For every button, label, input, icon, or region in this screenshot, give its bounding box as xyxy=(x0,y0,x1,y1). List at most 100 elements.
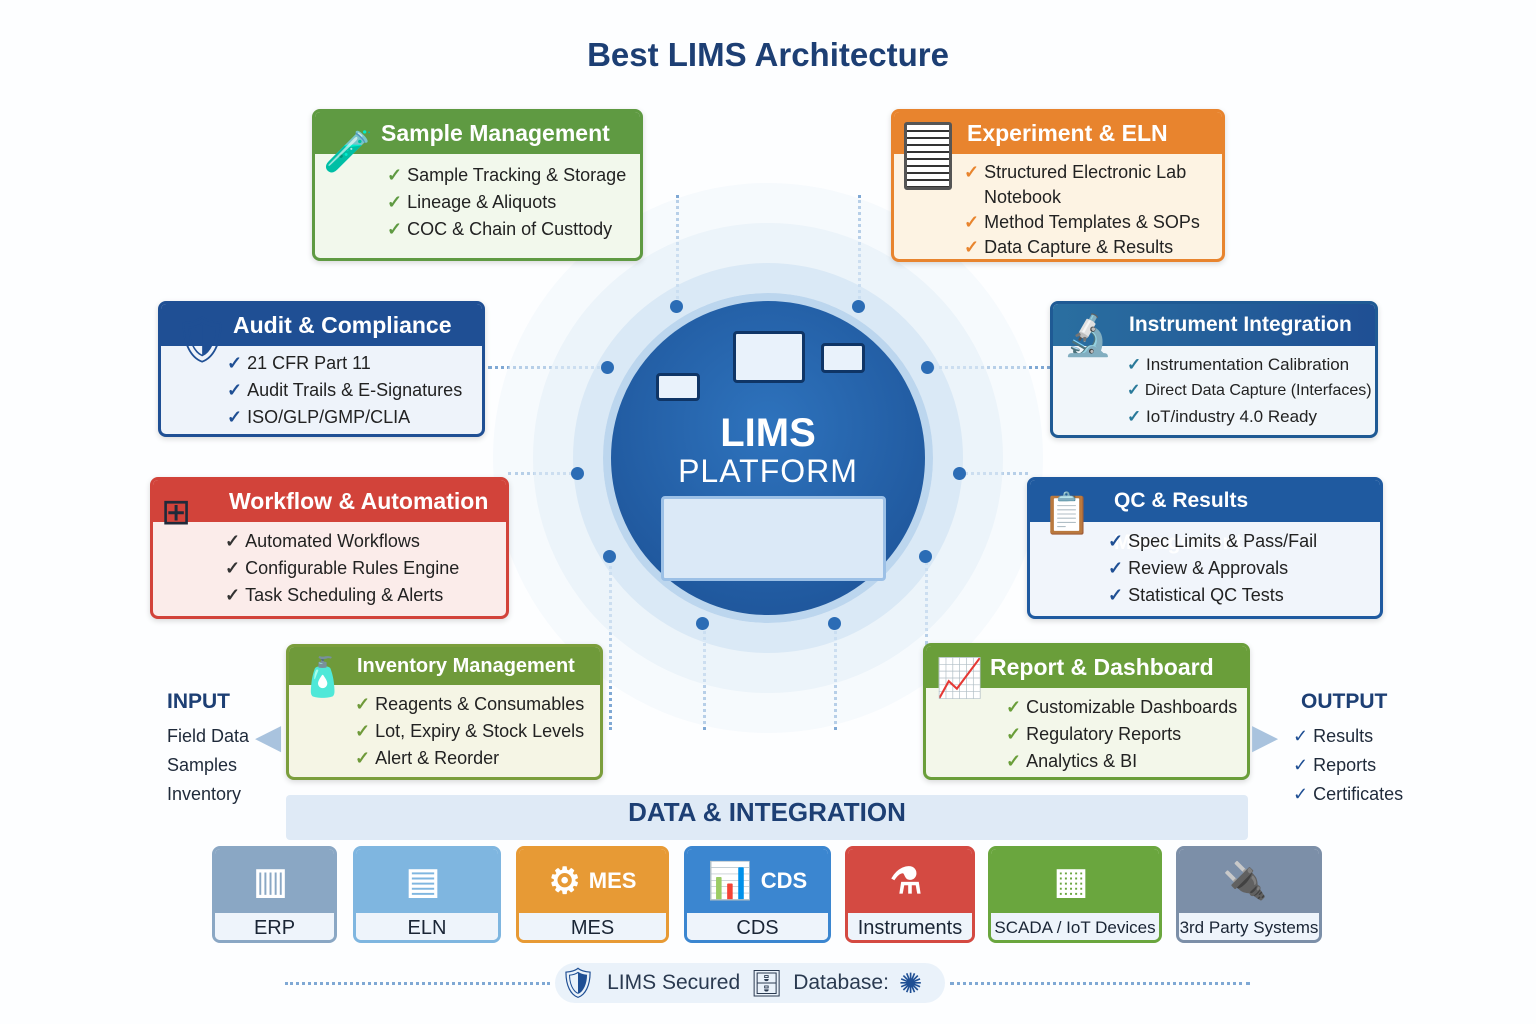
connector xyxy=(508,472,578,475)
shield-check-icon: 🛡 xyxy=(559,966,598,1000)
feature-item: Sample Tracking & Storage xyxy=(387,162,640,189)
network-node-icon: ✺ xyxy=(898,967,923,999)
document-icon xyxy=(656,373,700,401)
integration-tile[interactable]: ▤ ELN xyxy=(353,846,501,943)
integration-tile[interactable]: ▦ SCADA / IoT Devices xyxy=(988,846,1162,943)
feature-item: Instrumentation Calibration xyxy=(1127,352,1375,378)
hub-subtitle: PLATFORM xyxy=(678,453,858,489)
footer-status: 🛡 LIMS Secured 🗄 Database: ✺ xyxy=(555,963,945,1003)
tile-label: SCADA / IoT Devices xyxy=(991,913,1159,940)
checklist-approval-icon: 📋 xyxy=(1042,492,1092,536)
module-title: Inventory Management xyxy=(289,647,600,685)
workflow-diagram-icon: ⊞ xyxy=(161,491,192,532)
feature-item: Automated Workflows xyxy=(225,528,506,555)
chart-panel-icon xyxy=(821,343,865,373)
tile-label: ELN xyxy=(356,913,498,940)
output-item: ✓ Certificates xyxy=(1293,784,1404,804)
integration-tile[interactable]: ▥ ERP xyxy=(212,846,337,943)
feature-item: Review & Approvals xyxy=(1108,555,1380,582)
feature-item: Configurable Rules Engine xyxy=(225,555,506,582)
erp-monitor-icon: ▥ xyxy=(253,860,288,901)
connector xyxy=(488,366,608,369)
module-title: Instrument Integration xyxy=(1053,304,1375,346)
module-sample-management: Sample Management Sample Tracking & Stor… xyxy=(312,109,643,261)
footer-divider xyxy=(950,982,1250,985)
feature-item: Task Scheduling & Alerts xyxy=(225,582,506,609)
module-title: Audit & Compliance xyxy=(161,304,482,346)
tile-label: ERP xyxy=(215,913,334,940)
output-item: ✓ Reports xyxy=(1293,755,1377,775)
feature-item: Alert & Reorder xyxy=(355,745,600,772)
tile-label: CDS xyxy=(687,913,828,940)
footer-divider xyxy=(285,982,550,985)
node-dot xyxy=(828,617,841,630)
test-tube-rack-icon: 🧪 xyxy=(323,130,373,174)
notebook-icon xyxy=(904,122,952,190)
node-dot xyxy=(852,300,865,313)
hub-title: LIMS xyxy=(720,411,816,455)
node-dot xyxy=(921,361,934,374)
chromatogram-icon: 📊 xyxy=(707,860,753,901)
feature-item: Customizable Dashboards xyxy=(1006,694,1247,721)
output-item: ✓ Results xyxy=(1293,726,1374,746)
shield-check-icon: 🛡 xyxy=(173,313,232,365)
database-server-icon: 🗄 xyxy=(750,967,784,998)
module-instrument-integration: Instrument Integration Instrumentation C… xyxy=(1050,301,1378,438)
module-title: Workflow & Automation xyxy=(153,480,506,522)
dashboard-screen-icon xyxy=(661,496,886,581)
feature-item: Regulatory Reports xyxy=(1006,721,1247,748)
connector xyxy=(858,195,861,305)
connector xyxy=(676,195,679,305)
feature-item: Reagents & Consumables xyxy=(355,691,600,718)
dashboard-magnifier-icon: 📈 xyxy=(936,658,984,700)
module-inventory-management: Inventory Management Reagents & Consumab… xyxy=(286,644,603,780)
node-dot xyxy=(571,467,584,480)
tile-label: MES xyxy=(519,913,666,940)
connector xyxy=(834,620,837,730)
connector xyxy=(609,555,612,730)
module-experiment-eln: Experiment & ELN Structured Electronic L… xyxy=(891,109,1225,262)
feature-item: IoT/industry 4.0 Ready xyxy=(1127,404,1375,430)
node-dot xyxy=(603,550,616,563)
feature-item: 21 CFR Part 11 xyxy=(227,350,482,377)
connector xyxy=(703,620,706,730)
page-title: Best LIMS Architecture xyxy=(587,36,949,73)
feature-item: ISO/GLP/GMP/CLIA xyxy=(227,404,482,431)
node-dot xyxy=(670,300,683,313)
feature-item: COC & Chain of Custtody xyxy=(387,216,640,243)
input-item: Samples xyxy=(167,755,238,775)
dashboard-monitor-icon xyxy=(733,331,805,383)
integration-tile[interactable]: ⚗Instruments xyxy=(845,846,975,943)
feature-item: Method Templates & SOPs xyxy=(964,210,1222,235)
tile-label: 3rd Party Systems xyxy=(1179,913,1319,940)
plug-connector-icon: 🔌 xyxy=(1222,860,1268,901)
output-title: OUTPUT xyxy=(1301,690,1388,713)
database-label: Database: xyxy=(793,971,889,994)
integration-tile[interactable]: 🔌 3rd Party Systems xyxy=(1176,846,1322,943)
feature-item: Lot, Expiry & Stock Levels xyxy=(355,718,600,745)
lims-platform-hub: LIMS PLATFORM xyxy=(603,293,933,623)
secured-label: LIMS Secured xyxy=(607,971,741,994)
feature-item: Lineage & Aliquots xyxy=(387,189,640,216)
tile-badge: MES xyxy=(588,868,637,893)
tile-label: Instruments xyxy=(848,913,972,940)
feature-item: Audit Trails & E-Signatures xyxy=(227,377,482,404)
module-title: Report & Dashboard xyxy=(926,646,1247,688)
module-workflow-automation: Workflow & Automation Automated Workflow… xyxy=(150,477,509,619)
tile-badge: CDS xyxy=(760,868,808,893)
feature-item: Direct Data Capture (Interfaces) xyxy=(1127,378,1375,404)
module-audit-compliance: Audit & Compliance 21 CFR Part 11Audit T… xyxy=(158,301,485,437)
arrow-right-icon: ▶ xyxy=(1252,718,1279,756)
integration-tile[interactable]: 📊 CDS CDS xyxy=(684,846,831,943)
lab-instrument-icon: 🔬 xyxy=(1063,314,1113,358)
feature-item: Spec Limits & Pass/Fail xyxy=(1108,528,1380,555)
node-dot xyxy=(919,550,932,563)
node-dot xyxy=(601,361,614,374)
eln-monitor-icon: ▤ xyxy=(405,860,440,901)
input-title: INPUT xyxy=(167,690,230,713)
iot-devices-icon: ▦ xyxy=(1053,860,1088,901)
connector xyxy=(932,366,1050,369)
connector xyxy=(925,555,928,645)
feature-item: Analytics & BI xyxy=(1006,748,1247,775)
